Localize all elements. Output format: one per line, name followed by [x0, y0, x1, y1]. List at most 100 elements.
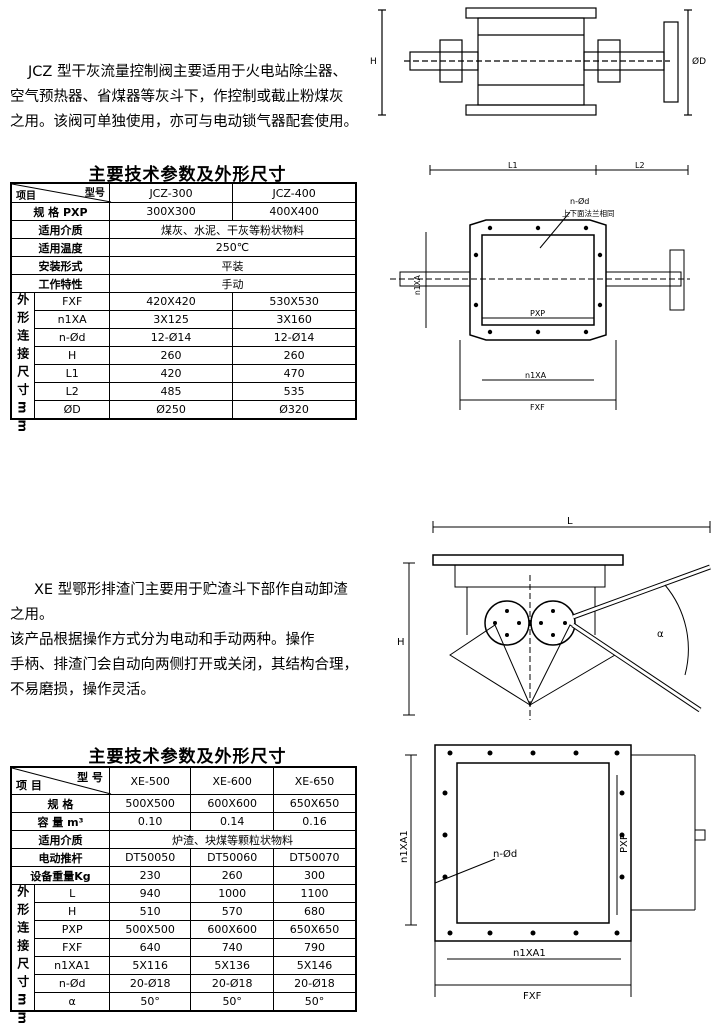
- jcz-header-row: 型号 项目 JCZ-300 JCZ-400: [10, 182, 357, 203]
- jcz-dim-label: H: [34, 346, 110, 365]
- xe-cell: 20-Ø18: [108, 974, 192, 993]
- xe-header-row: 型 号 项 目 XE-500 XE-600 XE-650: [10, 766, 357, 795]
- jcz-cell: 12-Ø14: [232, 328, 357, 347]
- jcz-plan-n1xa-side-label: n1XA: [413, 274, 422, 295]
- xe-row: 电动推杆 DT50050 DT50060 DT50070: [10, 848, 357, 867]
- jcz-row-spec: 规 格 PXP 300X300 400X400: [10, 202, 357, 221]
- xe-cell: 680: [272, 902, 357, 921]
- xe-row-label: 容 量 m³: [10, 812, 110, 831]
- xe-intro-line-3: 该产品根据操作方式分为电动和手动两种。操作: [10, 632, 315, 648]
- jcz-row-label: 适用温度: [10, 238, 110, 257]
- xe-cell-span: 炉渣、块煤等颗粒状物料: [108, 830, 357, 849]
- jcz-cell: 470: [232, 364, 357, 383]
- xe-cell: 230: [108, 866, 192, 885]
- jcz-dim-label: n-Ød: [34, 328, 110, 347]
- jcz-spec-table: 型号 项目 JCZ-300 JCZ-400 规 格 PXP 300X300 40…: [10, 182, 357, 438]
- xe-dim-label: H: [34, 902, 110, 921]
- xe-dim-row: H 510 570 680: [11, 902, 357, 921]
- jcz-plan-l2-label: L2: [635, 161, 645, 170]
- xe-cell: DT50060: [190, 848, 274, 867]
- jcz-dim-label: FXF: [34, 292, 110, 311]
- jcz-row-mode: 工作特性 手动: [10, 274, 357, 293]
- jcz-row-temp: 适用温度 250℃: [10, 238, 357, 257]
- xe-row: 规 格 500X500 600X600 650X650: [10, 794, 357, 813]
- jcz-table-title: 主要技术参数及外形尺寸: [88, 165, 287, 185]
- xe-elevation-drawing: L H α: [397, 516, 711, 720]
- xe-dim-label: L: [34, 884, 110, 903]
- jcz-dim-row: 外形连接尺寸mm FXF 420X420 530X530: [10, 292, 357, 438]
- jcz-dim-group-label: 外形连接尺寸mm: [10, 292, 36, 438]
- jcz-cell: 260: [108, 346, 234, 365]
- jcz-cell: 535: [232, 382, 357, 401]
- jcz-corner-diagonal: [11, 183, 112, 203]
- xe-row: 设备重量Kg 230 260 300: [10, 866, 357, 885]
- xe-dim-group-label: 外形连接尺寸mm: [10, 884, 36, 1030]
- xe-dim-row: n-Ød 20-Ø18 20-Ø18 20-Ø18: [11, 974, 357, 993]
- xe-dim-label: PXP: [34, 920, 110, 939]
- xe-row-label: 设备重量Kg: [10, 866, 110, 885]
- jcz-elevation-drawing: H ØD: [370, 7, 706, 116]
- xe-cell: 790: [272, 938, 357, 957]
- xe-plan-n1xa1-side-label: n1XA1: [399, 830, 410, 863]
- jcz-cell: 485: [108, 382, 234, 401]
- xe-elev-l-label: L: [567, 516, 573, 527]
- jcz-cell-span: 250℃: [108, 238, 357, 257]
- jcz-elev-od-label: ØD: [692, 56, 706, 67]
- xe-cell: 0.16: [272, 812, 357, 831]
- jcz-dim-row: n1XA 3X125 3X160: [11, 310, 357, 329]
- jcz-dim-label: L2: [34, 382, 110, 401]
- xe-elev-alpha-label: α: [657, 629, 664, 640]
- jcz-intro-line-1: JCZ 型干灰流量控制阀主要适用于火电站除尘器、: [28, 64, 347, 80]
- jcz-dim-row: H 260 260: [11, 346, 357, 365]
- jcz-corner-cell: 型号 项目: [10, 182, 112, 203]
- jcz-intro-line-2: 空气预热器、省煤器等灰斗下，作控制或截止粉煤灰: [10, 89, 344, 105]
- xe-dim-row: α 50° 50° 50°: [11, 992, 357, 1012]
- xe-cell: 0.14: [190, 812, 274, 831]
- jcz-cell: 260: [232, 346, 357, 365]
- xe-cell: 300: [272, 866, 357, 885]
- jcz-cell: Ø320: [232, 400, 357, 420]
- jcz-row-medium: 适用介质 煤灰、水泥、干灰等粉状物料: [10, 220, 357, 239]
- xe-cell: 50°: [190, 992, 274, 1012]
- jcz-plan-pxp-label: PXP: [530, 309, 545, 318]
- xe-cell: 5X146: [272, 956, 357, 975]
- jcz-header-model: 型号: [84, 188, 105, 199]
- jcz-plan-drawing: L1 L2 n-Ød 上下面法兰相同 n1XA PXP n1XA FXF: [390, 161, 690, 412]
- jcz-cell: 12-Ø14: [108, 328, 234, 347]
- xe-cell: DT50050: [108, 848, 192, 867]
- xe-plan-drawing: n1XA1 PXP n-Ød n1XA1 FXF: [399, 744, 706, 1002]
- xe-cell: 600X600: [190, 920, 274, 939]
- jcz-cell-span: 平装: [108, 256, 357, 275]
- jcz-intro: JCZ 型干灰流量控制阀主要适用于火电站除尘器、 空气预热器、省煤器等灰斗下，作…: [10, 60, 365, 135]
- xe-cell: DT50070: [272, 848, 357, 867]
- jcz-dim-row: ØD Ø250 Ø320: [11, 400, 357, 420]
- jcz-cell-span: 煤灰、水泥、干灰等粉状物料: [108, 220, 357, 239]
- jcz-dim-label: n1XA: [34, 310, 110, 329]
- xe-table-title: 主要技术参数及外形尺寸: [88, 747, 287, 767]
- xe-dim-label: n1XA1: [34, 956, 110, 975]
- xe-model-1: XE-500: [108, 766, 192, 795]
- xe-plan-fxf-label: FXF: [523, 991, 542, 1002]
- xe-dim-label: n-Ød: [34, 974, 110, 993]
- jcz-plan-fxf-label: FXF: [530, 403, 545, 412]
- xe-elev-h-label: H: [397, 637, 405, 648]
- xe-corner-cell: 型 号 项 目: [10, 766, 112, 795]
- jcz-plan-n1xa-bottom-label: n1XA: [525, 371, 547, 380]
- xe-cell: 5X136: [190, 956, 274, 975]
- jcz-cell: Ø250: [108, 400, 234, 420]
- xe-intro-line-4: 手柄、排渣门会自动向两侧打开或关闭，其结构合理，: [10, 657, 358, 673]
- xe-cell: 740: [190, 938, 274, 957]
- xe-dim-label: α: [34, 992, 110, 1012]
- xe-dim-row: PXP 500X500 600X600 650X650: [11, 920, 357, 939]
- jcz-cell: 300X300: [108, 202, 234, 221]
- jcz-row-label: 规 格 PXP: [10, 202, 110, 221]
- xe-cell: 650X650: [272, 920, 357, 939]
- jcz-dim-row: n-Ød 12-Ø14 12-Ø14: [11, 328, 357, 347]
- jcz-elev-h-label: H: [370, 57, 377, 67]
- xe-model-3: XE-650: [272, 766, 357, 795]
- xe-dim-row: 外形连接尺寸mm L 940 1000 1100: [10, 884, 357, 1030]
- jcz-dim-row: L2 485 535: [11, 382, 357, 401]
- xe-row: 适用介质 炉渣、块煤等颗粒状物料: [10, 830, 357, 849]
- jcz-row-label: 适用介质: [10, 220, 110, 239]
- xe-header-model: 型 号: [77, 771, 103, 784]
